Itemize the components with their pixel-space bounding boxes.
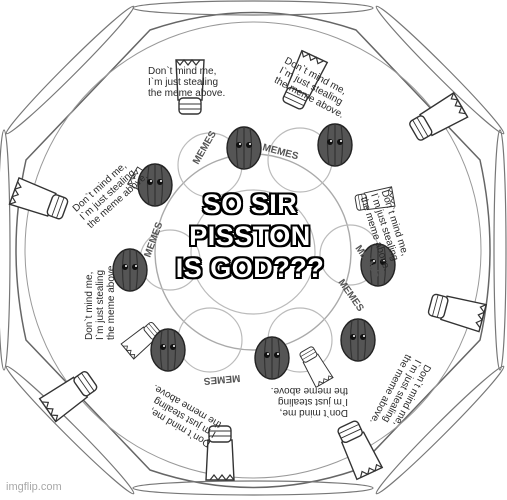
imgflip-watermark: imgflip.com xyxy=(6,481,62,493)
headline-line: SO SIR xyxy=(202,189,298,219)
meme-headline: SO SIR PISSTON IS GOD??? xyxy=(120,188,380,284)
headline-line: IS GOD??? xyxy=(175,253,325,283)
emblem-label: MEMES xyxy=(203,372,241,386)
emblem-label: MEMES xyxy=(191,129,219,167)
headline-line: PISSTON xyxy=(189,221,311,251)
emblem-label: MEMES xyxy=(261,142,300,162)
